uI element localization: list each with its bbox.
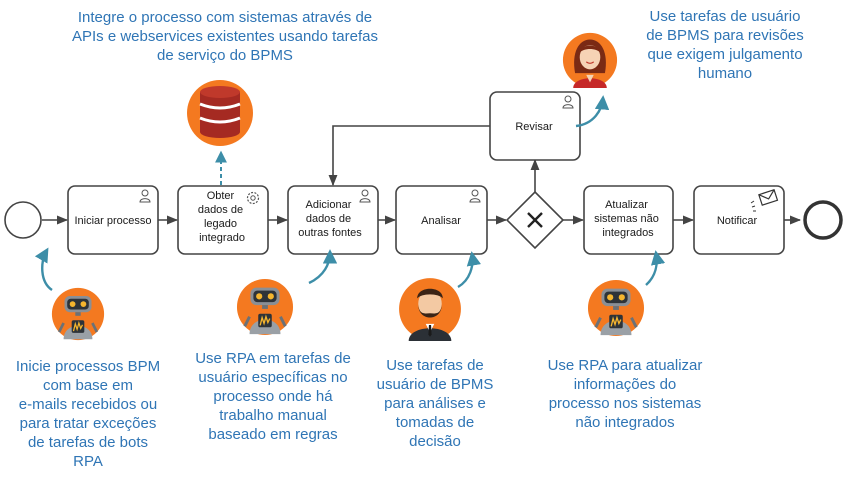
task-notificar[interactable]: Notificar (693, 185, 785, 255)
task-label: Iniciar processo (74, 215, 151, 227)
task-adicionar-dados[interactable]: Adicionar dados de outras fontes (287, 185, 379, 255)
task-label: Analisar (421, 215, 461, 227)
task-label: Notificar (717, 215, 758, 227)
gateway-x-icon (527, 212, 543, 228)
task-iniciar-processo[interactable]: Iniciar processo (67, 185, 159, 255)
annotation-human-review: Use tarefas de usuário de BPMS para revi… (646, 8, 804, 82)
annotation-arrows (34, 95, 666, 291)
robot-avatar-icon (236, 278, 294, 336)
envelope-icon (750, 189, 779, 212)
robot-avatar-icon (51, 287, 105, 341)
task-label: Atualizar sistemas não integrados (594, 199, 662, 239)
task-label: Adicionar dados de outras fontes (298, 199, 362, 239)
sequence-flows (42, 125, 802, 225)
exclusive-gateway[interactable] (505, 190, 565, 250)
end-event[interactable] (803, 200, 843, 240)
annotation-rpa-user-tasks: Use RPA em tarefas de usuário específica… (195, 350, 351, 443)
annotation-api-integration: Integre o processo com sistemas através … (72, 9, 378, 64)
gear-icon (246, 191, 260, 205)
task-analisar[interactable]: Analisar (395, 185, 488, 255)
man-avatar-icon (399, 278, 461, 341)
task-obter-dados[interactable]: Obter dados de legado integrado (177, 185, 269, 255)
task-label: Obter dados de legado integrado (198, 190, 246, 244)
woman-avatar-icon (562, 32, 618, 89)
annotation-start-processes: Inicie processos BPM com base em e-mails… (15, 358, 161, 470)
start-event[interactable] (4, 201, 42, 239)
task-label: Revisar (515, 121, 553, 133)
task-atualizar-sistemas[interactable]: Atualizar sistemas não integrados (583, 185, 674, 255)
database-icon (187, 80, 253, 146)
annotation-rpa-update-systems: Use RPA para atualizar informações do pr… (547, 357, 703, 431)
annotation-analysis-decision: Use tarefas de usuário de BPMS para anál… (376, 357, 494, 450)
robot-avatar-icon (587, 279, 645, 337)
task-revisar[interactable]: Revisar (489, 91, 581, 161)
